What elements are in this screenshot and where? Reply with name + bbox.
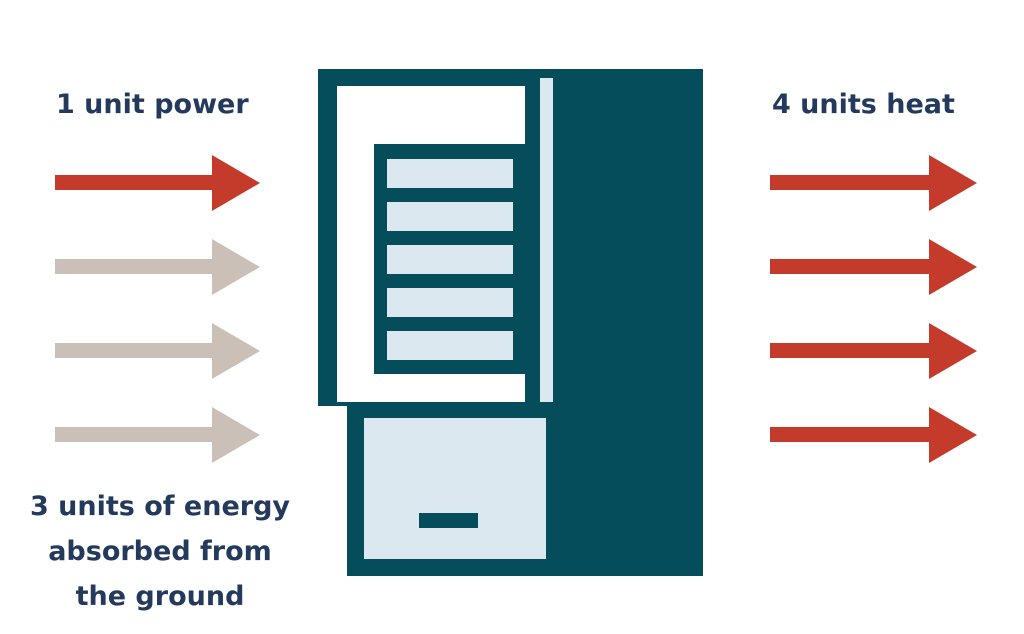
grille-slat xyxy=(387,331,513,360)
ground-energy-label: 3 units of energy absorbed from the grou… xyxy=(5,484,315,619)
arrow-head xyxy=(929,239,977,295)
input-arrows-group xyxy=(55,0,260,634)
arrow-shaft xyxy=(770,259,937,274)
bottom-unit-handle xyxy=(419,513,478,528)
power-input-arrow xyxy=(55,154,260,212)
ground-energy-label-line1: 3 units of energy xyxy=(29,491,291,522)
output-arrows-group xyxy=(770,0,977,634)
ground-energy-arrow xyxy=(55,238,260,296)
grille-slat xyxy=(387,202,513,231)
heat-output-arrow xyxy=(770,406,977,464)
arrow-shaft xyxy=(770,427,937,442)
heat-pump-side-stripe xyxy=(540,78,553,402)
ground-energy-label-line3: the ground xyxy=(75,581,245,612)
grille-slat xyxy=(387,159,513,188)
ground-energy-arrow xyxy=(55,322,260,380)
arrow-head xyxy=(212,239,260,295)
arrow-head xyxy=(929,407,977,463)
heat-output-arrow xyxy=(770,322,977,380)
arrow-head xyxy=(212,155,260,211)
arrow-shaft xyxy=(55,259,220,274)
heat-output-arrow xyxy=(770,154,977,212)
grille-slat xyxy=(387,245,513,274)
arrow-shaft xyxy=(55,343,220,358)
heat-output-label: 4 units heat xyxy=(772,89,955,120)
grille-slat xyxy=(387,288,513,317)
heat-pump-icon xyxy=(318,69,703,576)
arrow-head xyxy=(929,323,977,379)
arrow-head xyxy=(212,407,260,463)
ground-energy-label-line2: absorbed from xyxy=(48,536,272,567)
arrow-head xyxy=(212,323,260,379)
heat-pump-bottom-unit xyxy=(364,418,546,559)
arrow-head xyxy=(929,155,977,211)
arrow-shaft xyxy=(55,427,220,442)
heat-pump-front-panel xyxy=(337,86,526,402)
power-input-label: 1 unit power xyxy=(56,89,249,120)
heat-output-arrow xyxy=(770,238,977,296)
arrow-shaft xyxy=(770,343,937,358)
ground-energy-arrow xyxy=(55,406,260,464)
arrow-shaft xyxy=(770,175,937,190)
vent-grille xyxy=(374,144,526,374)
arrow-shaft xyxy=(55,175,220,190)
